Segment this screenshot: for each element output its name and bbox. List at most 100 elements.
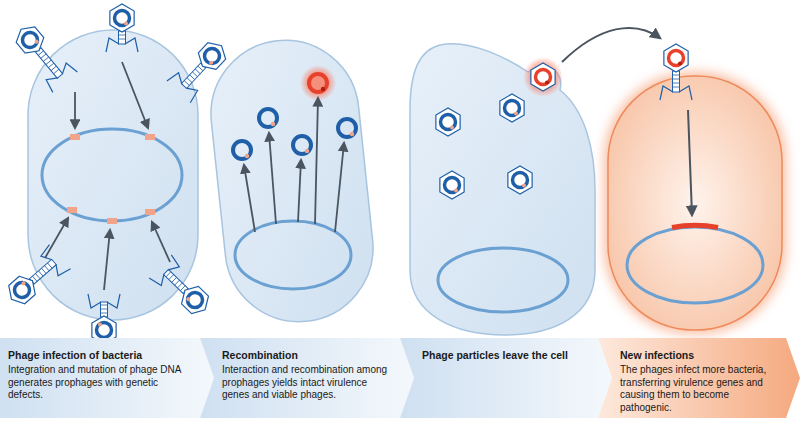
phage-particle bbox=[440, 171, 464, 199]
tail-ring bbox=[177, 283, 182, 288]
tail-ring bbox=[190, 75, 195, 80]
tail-ring bbox=[101, 309, 108, 310]
tail-fiber bbox=[39, 245, 71, 278]
gene-mark bbox=[350, 132, 354, 136]
gene-mark bbox=[124, 22, 128, 26]
chromosome bbox=[42, 129, 182, 221]
phage-dna bbox=[184, 289, 205, 310]
phage-dna bbox=[536, 70, 551, 85]
phage-head bbox=[664, 44, 688, 72]
step-band: Phage infection of bacteriaIntegration a… bbox=[0, 338, 214, 418]
injection-arrow bbox=[688, 110, 692, 215]
phage-dna-ring bbox=[259, 109, 277, 127]
phage-particle bbox=[508, 166, 532, 194]
tail-ring bbox=[101, 313, 108, 314]
band-text: Phage infection of bacteriaIntegration a… bbox=[8, 349, 190, 402]
transfer-arrow bbox=[562, 28, 660, 62]
gene-mark bbox=[271, 122, 275, 126]
phage-dna-ring bbox=[338, 119, 356, 137]
chevron bbox=[400, 338, 612, 418]
step-heading: Recombination bbox=[222, 349, 390, 362]
tail-ring bbox=[169, 275, 174, 280]
chevron bbox=[598, 338, 800, 418]
arrow bbox=[122, 62, 148, 128]
tail-ring bbox=[48, 63, 53, 67]
bacteriophage bbox=[1, 245, 71, 312]
gene-mark bbox=[21, 281, 27, 287]
step-band: New infectionsThe phages infect more bac… bbox=[598, 338, 800, 418]
band-text: New infectionsThe phages infect more bac… bbox=[620, 349, 776, 414]
shape bbox=[673, 71, 680, 92]
tail-ring bbox=[101, 305, 108, 306]
band-text: Phage particles leave the cell bbox=[422, 349, 588, 362]
phage-dna bbox=[445, 178, 460, 193]
prophage-insert bbox=[67, 207, 77, 213]
arrow bbox=[335, 143, 344, 232]
phage-dna-ring bbox=[293, 136, 311, 154]
step-heading: Phage particles leave the cell bbox=[422, 349, 588, 362]
phage-dna bbox=[201, 45, 222, 66]
phage-head bbox=[436, 108, 460, 136]
arrow bbox=[104, 230, 110, 290]
phage-head bbox=[110, 4, 134, 32]
tail-ring bbox=[46, 60, 51, 64]
tail-ring bbox=[166, 272, 171, 277]
tail-ring bbox=[41, 54, 46, 58]
phage-dna bbox=[19, 29, 40, 50]
tail-fiber bbox=[88, 294, 120, 308]
arrow bbox=[152, 222, 170, 262]
gene-mark bbox=[185, 296, 191, 302]
tail-ring bbox=[35, 274, 40, 279]
phage-dna-ring bbox=[309, 74, 327, 92]
phage-head bbox=[500, 94, 524, 122]
gene-mark bbox=[454, 189, 458, 193]
shape bbox=[181, 63, 205, 88]
tail-ring bbox=[187, 78, 192, 83]
tail-ring bbox=[175, 280, 180, 285]
phage-head bbox=[12, 21, 49, 58]
phage-dna bbox=[513, 173, 528, 188]
tail-fiber bbox=[106, 38, 138, 52]
gene-mark bbox=[305, 149, 309, 153]
tail-ring bbox=[45, 266, 50, 271]
phage-particle bbox=[436, 108, 460, 136]
tail-ring bbox=[673, 83, 680, 84]
tail-ring bbox=[39, 271, 44, 276]
gene-mark bbox=[522, 184, 526, 188]
tail-fiber bbox=[149, 255, 181, 288]
tail-fiber bbox=[660, 86, 692, 100]
phage-dna bbox=[441, 115, 456, 130]
phage-dna bbox=[505, 101, 520, 116]
phage-dna bbox=[11, 279, 32, 300]
bacterium-cell bbox=[28, 30, 198, 320]
tail-ring bbox=[119, 39, 126, 40]
shape bbox=[119, 31, 126, 44]
tail-ring bbox=[51, 66, 56, 70]
phage-head bbox=[3, 272, 40, 309]
shape bbox=[164, 269, 189, 293]
step-description: The phages infect more bacteria, transfe… bbox=[620, 364, 776, 414]
step-description: Integration and mutation of phage DNA ge… bbox=[8, 364, 190, 402]
bacteriophage bbox=[167, 35, 233, 103]
tail-ring bbox=[38, 51, 43, 55]
gene-mark bbox=[34, 39, 40, 45]
tail-fiber bbox=[44, 61, 78, 92]
step-heading: New infections bbox=[620, 349, 776, 362]
tail-ring bbox=[32, 276, 37, 281]
gene-mark bbox=[208, 60, 214, 66]
chevron bbox=[0, 338, 214, 418]
step-description: Interaction and recombination among prop… bbox=[222, 364, 390, 402]
bacteriophage bbox=[88, 294, 120, 344]
gene-mark bbox=[678, 62, 682, 66]
step-band: RecombinationInteraction and recombinati… bbox=[200, 338, 414, 418]
phage-particle bbox=[500, 94, 524, 122]
pathogenic-cell bbox=[608, 76, 782, 330]
phage-dna bbox=[115, 11, 130, 26]
bacterium-cell bbox=[410, 44, 595, 335]
phage-dna bbox=[97, 323, 112, 338]
glow bbox=[300, 65, 336, 101]
phage-head bbox=[531, 63, 555, 91]
prophage-insert bbox=[70, 134, 80, 140]
tail-ring bbox=[54, 69, 59, 73]
virulence-genes bbox=[672, 225, 718, 227]
